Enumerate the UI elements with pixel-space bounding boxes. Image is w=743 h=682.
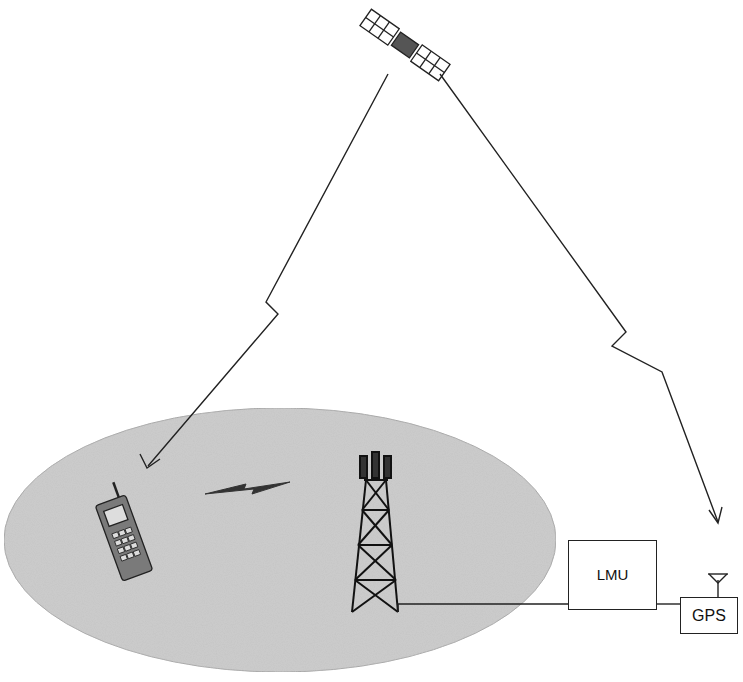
solar-panel — [411, 45, 450, 81]
key — [120, 554, 127, 561]
antenna-head — [709, 574, 727, 583]
lmu-box: LMU — [568, 540, 657, 610]
key — [130, 542, 137, 549]
phone-keypad — [112, 527, 141, 561]
signal-path — [440, 74, 718, 522]
satellite — [360, 9, 450, 80]
tower-brace — [355, 545, 392, 580]
tower-brace — [362, 510, 392, 545]
key — [133, 550, 140, 557]
tower-brace — [358, 545, 396, 580]
box-label: LMU — [597, 567, 629, 584]
tower-brace — [366, 480, 389, 510]
arrowhead — [709, 507, 722, 523]
radio-link-bolt — [205, 482, 290, 494]
key — [118, 529, 125, 536]
tower-brace — [362, 509, 389, 511]
tower-antenna — [372, 452, 379, 478]
key — [121, 537, 128, 544]
gps-antenna — [708, 574, 728, 597]
key — [124, 544, 131, 551]
tower-brace — [355, 579, 396, 581]
arrowhead — [140, 454, 160, 468]
key — [125, 527, 132, 534]
key — [127, 552, 134, 559]
key — [115, 539, 122, 546]
tower-brace — [355, 580, 398, 612]
signal-path — [148, 74, 388, 466]
mobile-phone — [90, 480, 153, 581]
tower-antenna — [384, 456, 391, 478]
connector-wire — [657, 603, 680, 604]
tower-brace — [362, 480, 386, 510]
gps-box: GPS — [680, 597, 738, 634]
antenna-head — [708, 573, 728, 574]
box-label: GPS — [692, 607, 726, 625]
key — [128, 535, 135, 542]
key — [112, 532, 119, 539]
phone-screen — [104, 505, 128, 527]
tower-brace — [352, 580, 396, 612]
key — [117, 547, 124, 554]
cell-tower — [352, 452, 398, 612]
panel-grid — [366, 17, 394, 37]
tower-antenna — [360, 456, 367, 478]
tower-brace — [358, 510, 389, 545]
tower-wire — [398, 604, 568, 612]
solar-panel — [360, 9, 399, 45]
phone-antenna — [113, 482, 118, 497]
tower-brace — [358, 544, 392, 546]
satellite-body — [391, 32, 418, 58]
phone-body — [95, 495, 152, 581]
panel-grid — [416, 53, 444, 73]
signal-arrows — [140, 74, 722, 523]
cell-area — [4, 408, 556, 672]
